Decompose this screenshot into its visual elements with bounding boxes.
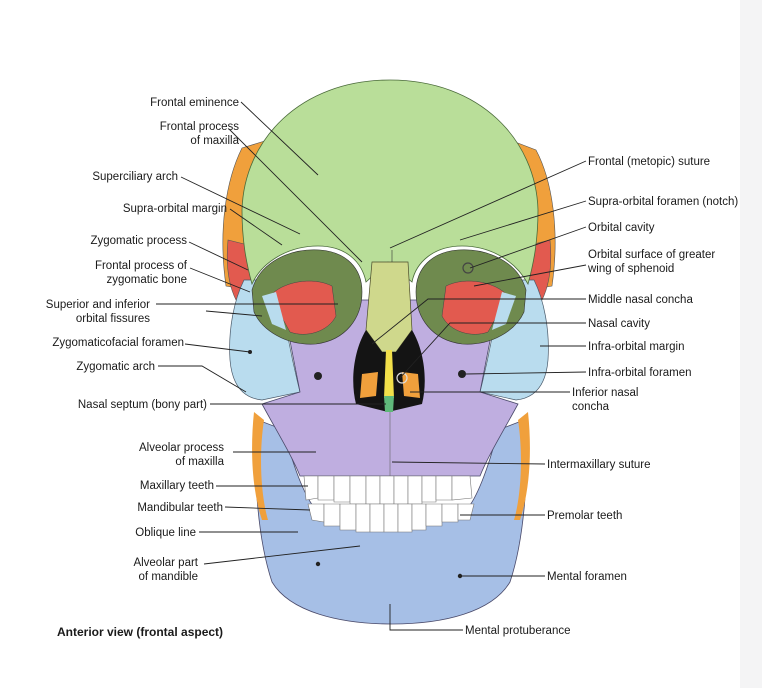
label-right-11-line-0: Mental foramen xyxy=(547,571,627,583)
label-left-14-line-0: Alveolar part xyxy=(133,557,198,569)
label-left-6-line-1: orbital fissures xyxy=(76,313,150,325)
label-left-4-line-0: Zygomatic process xyxy=(90,235,187,247)
label-right-4-line-0: Middle nasal concha xyxy=(588,294,693,306)
septum-vomer xyxy=(384,396,394,412)
label-left-8-line-0: Zygomatic arch xyxy=(76,361,155,373)
labels-bottom: Mental protuberance xyxy=(465,625,570,637)
label-right-1-line-0: Supra-orbital foramen (notch) xyxy=(588,196,738,208)
label-left-5-line-1: zygomatic bone xyxy=(106,274,187,286)
nasal-bones xyxy=(365,261,413,353)
label-left-6-line-0: Superior and inferior xyxy=(46,299,150,311)
label-left-10-line-0: Alveolar process xyxy=(139,442,224,454)
label-left-9-line-0: Nasal septum (bony part) xyxy=(78,399,207,411)
label-right-3-line-1: wing of sphenoid xyxy=(587,263,674,275)
maxillary-teeth xyxy=(303,475,473,505)
orbital-cavity-marker xyxy=(462,262,474,274)
right-ramus-edge xyxy=(252,412,268,520)
label-left-7-line-0: Zygomaticofacial foramen xyxy=(52,337,184,349)
label-left-1-line-0: Frontal process xyxy=(160,121,240,133)
inferior-concha-right xyxy=(360,372,378,398)
mental-foramen-right xyxy=(315,561,321,567)
label-left-5-line-0: Frontal process of xyxy=(95,260,188,272)
left-ramus-edge xyxy=(514,412,530,520)
label-left-3-line-0: Supra-orbital margin xyxy=(123,203,227,215)
label-left-0-line-0: Frontal eminence xyxy=(150,97,239,109)
frontal-bone xyxy=(241,79,539,286)
infra-orbital-foramen-left xyxy=(458,370,466,378)
infra-orbital-foramen-right xyxy=(314,372,322,380)
label-right-2-line-0: Orbital cavity xyxy=(588,222,655,234)
mandibular-teeth xyxy=(307,503,475,533)
label-left-13-line-0: Oblique line xyxy=(135,527,196,539)
label-left-14-line-1: of mandible xyxy=(139,571,198,583)
figure-caption: Anterior view (frontal aspect) xyxy=(57,625,223,639)
nasal-cavity-marker xyxy=(396,372,408,384)
label-bottom-0-line-0: Mental protuberance xyxy=(465,625,570,637)
right-orbit-sphenoid xyxy=(269,280,337,335)
label-right-7-line-0: Infra-orbital foramen xyxy=(588,367,692,379)
label-left-10-line-1: of maxilla xyxy=(175,456,224,468)
inferior-concha-left xyxy=(402,372,420,398)
label-left-1-line-1: of maxilla xyxy=(190,135,239,147)
label-right-3-line-0: Orbital surface of greater xyxy=(588,249,715,261)
label-left-2-line-0: Superciliary arch xyxy=(92,171,178,183)
label-right-10-line-0: Premolar teeth xyxy=(547,510,622,522)
label-right-0-line-0: Frontal (metopic) suture xyxy=(588,156,710,168)
label-right-5-line-0: Nasal cavity xyxy=(588,318,650,330)
nasal-septum xyxy=(384,350,394,398)
leader-lines xyxy=(156,101,587,631)
label-right-8-line-0: Inferior nasal xyxy=(572,387,638,399)
left-orbit-sphenoid xyxy=(441,280,509,335)
label-left-11-line-0: Maxillary teeth xyxy=(140,480,214,492)
label-left-12-line-0: Mandibular teeth xyxy=(137,502,223,514)
left-orbit-blue xyxy=(492,292,516,330)
label-right-6-line-0: Infra-orbital margin xyxy=(588,341,685,353)
label-right-9-line-0: Intermaxillary suture xyxy=(547,459,651,471)
scroll-margin xyxy=(740,0,762,688)
label-right-8-line-1: concha xyxy=(572,401,610,413)
right-orbit-blue xyxy=(262,292,286,330)
